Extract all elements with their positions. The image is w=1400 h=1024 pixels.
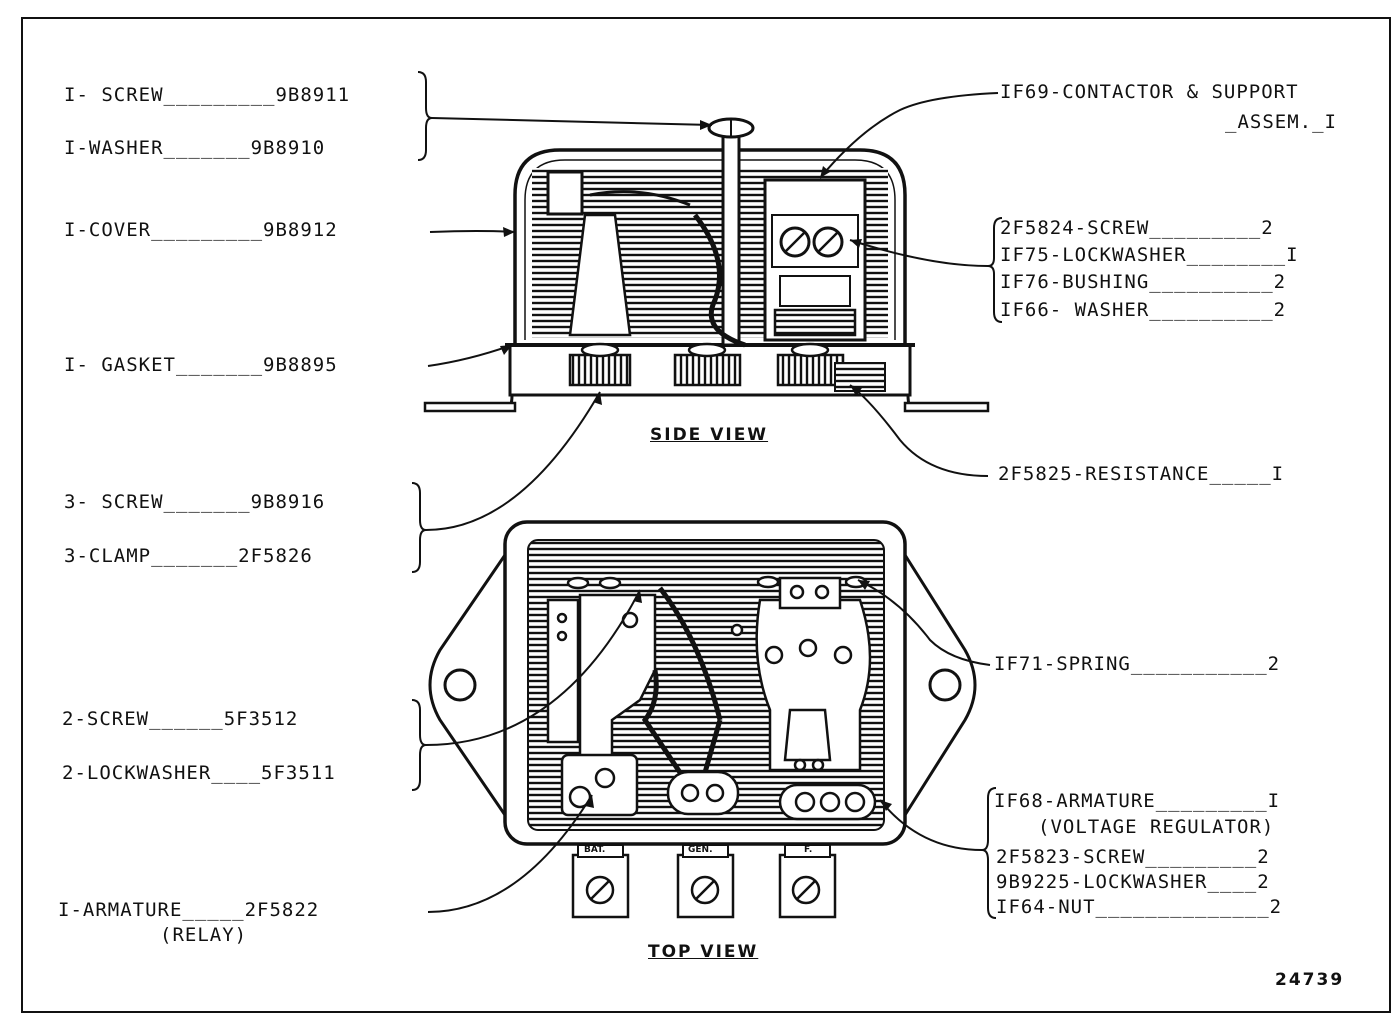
label-screw-2f5823: 2F5823-SCREW_________2 bbox=[996, 846, 1270, 868]
top-terminals bbox=[571, 844, 837, 919]
leader-screw-washer bbox=[431, 117, 713, 126]
label-contactor-sub: _ASSEM._I bbox=[1225, 111, 1337, 133]
label-lockwasher-1f75: IF75-LOCKWASHER________I bbox=[1000, 244, 1299, 266]
terminal-bat-label: BAT. bbox=[584, 845, 606, 855]
leader-resistance bbox=[849, 384, 989, 477]
label-contactor-1f69: IF69-CONTACTOR & SUPPORT bbox=[1000, 81, 1299, 103]
label-washer-9b8910: I-WASHER_______9B8910 bbox=[64, 137, 326, 159]
leader-lockwashers-2 bbox=[425, 589, 641, 746]
terminal-f-label: F. bbox=[804, 845, 813, 855]
label-lockwasher-5f3511: 2-LOCKWASHER____5F3511 bbox=[62, 762, 336, 784]
leader-armature-relay bbox=[427, 794, 593, 913]
label-nut-1f64: IF64-NUT______________2 bbox=[996, 896, 1283, 918]
side-view-unit bbox=[423, 117, 990, 413]
label-screw-5f3512: 2-SCREW______5F3512 bbox=[62, 708, 299, 730]
caption-side-view: SIDE VIEW bbox=[650, 425, 769, 445]
leader-clamps bbox=[425, 391, 601, 531]
label-screw-2f5824: 2F5824-SCREW_________2 bbox=[1000, 217, 1274, 239]
side-center-screw bbox=[721, 133, 741, 347]
side-cover bbox=[513, 148, 907, 345]
leader-screw-group bbox=[849, 239, 989, 267]
leader-lines bbox=[411, 71, 1003, 919]
top-left-ear bbox=[428, 554, 507, 816]
label-armature-1f68: IF68-ARMATURE_________I bbox=[994, 790, 1281, 812]
label-spring-1f71: IF71-SPRING___________2 bbox=[994, 653, 1281, 675]
leader-spring bbox=[857, 579, 991, 666]
leader-gasket bbox=[427, 344, 513, 367]
side-base-screws bbox=[568, 342, 886, 392]
leader-cover bbox=[429, 230, 516, 233]
label-armature-2f5822: I-ARMATURE_____2F5822 bbox=[58, 899, 320, 921]
label-screw-9b8916: 3- SCREW_______9B8916 bbox=[64, 491, 326, 513]
leader-contactor bbox=[819, 92, 999, 179]
terminal-gen-label: GEN. bbox=[688, 845, 713, 855]
label-washer-1f66: IF66- WASHER__________2 bbox=[1000, 299, 1287, 321]
figure-number: 24739 bbox=[1275, 970, 1345, 990]
label-gasket-9b8895: I- GASKET_______9B8895 bbox=[64, 354, 338, 376]
top-voltage-regulator bbox=[755, 575, 877, 821]
label-screw-9b8911: I- SCREW_________9B8911 bbox=[64, 84, 351, 106]
label-clamp-2f5826: 3-CLAMP_______2F5826 bbox=[64, 545, 313, 567]
drawing-border bbox=[21, 17, 1391, 1013]
label-lockwasher-9b9225: 9B9225-LOCKWASHER____2 bbox=[996, 871, 1270, 893]
label-armature-relay-sub: (RELAY) bbox=[160, 924, 248, 946]
label-armature-vr-sub: (VOLTAGE REGULATOR) bbox=[1038, 816, 1275, 838]
caption-top-view: TOP VIEW bbox=[648, 942, 759, 962]
top-relay bbox=[546, 576, 657, 817]
top-view-unit bbox=[428, 520, 977, 919]
label-resistance-2f5825: 2F5825-RESISTANCE_____I bbox=[998, 463, 1285, 485]
leader-armature-vr bbox=[879, 799, 983, 851]
label-cover-9b8912: I-COVER_________9B8912 bbox=[64, 219, 338, 241]
label-bushing-1f76: IF76-BUSHING__________2 bbox=[1000, 271, 1287, 293]
top-right-ear bbox=[903, 554, 977, 816]
